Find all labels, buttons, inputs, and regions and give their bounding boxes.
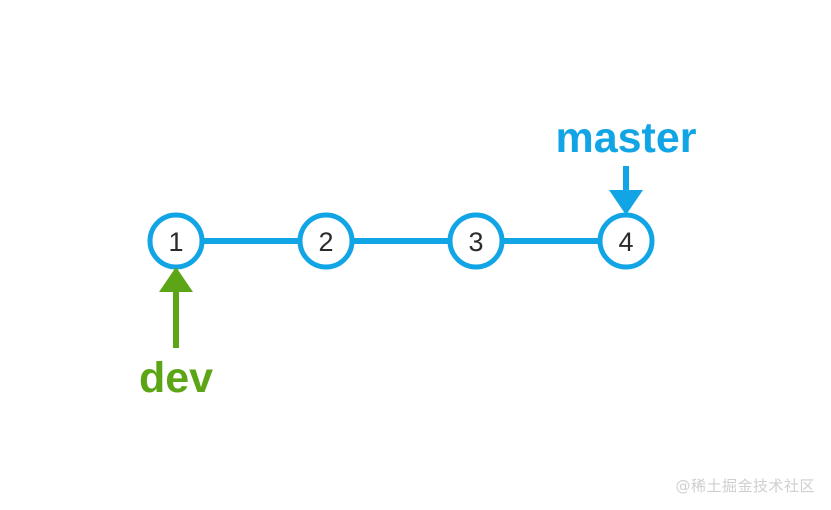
branch-label-master: master xyxy=(555,114,696,162)
commit-label-2: 2 xyxy=(318,227,333,257)
watermark: @稀土掘金技术社区 xyxy=(675,477,815,495)
dev-arrow-head-icon xyxy=(159,267,193,292)
master-arrow-head-icon xyxy=(609,190,643,215)
commit-node-1[interactable]: 1 xyxy=(147,212,205,270)
commit-label-3: 3 xyxy=(468,227,483,257)
commit-label-4: 4 xyxy=(618,227,633,257)
commit-circle-2 xyxy=(297,212,355,270)
commit-node-3[interactable]: 3 xyxy=(447,212,505,270)
commit-label-1: 1 xyxy=(168,227,183,257)
branch-pointer-dev[interactable]: dev xyxy=(139,267,213,402)
branch-label-dev: dev xyxy=(139,354,213,402)
commit-node-4[interactable]: 4 xyxy=(597,212,655,270)
branch-pointer-master[interactable]: master xyxy=(555,114,697,215)
commit-node-2[interactable]: 2 xyxy=(297,212,355,270)
commit-circle-3 xyxy=(447,212,505,270)
